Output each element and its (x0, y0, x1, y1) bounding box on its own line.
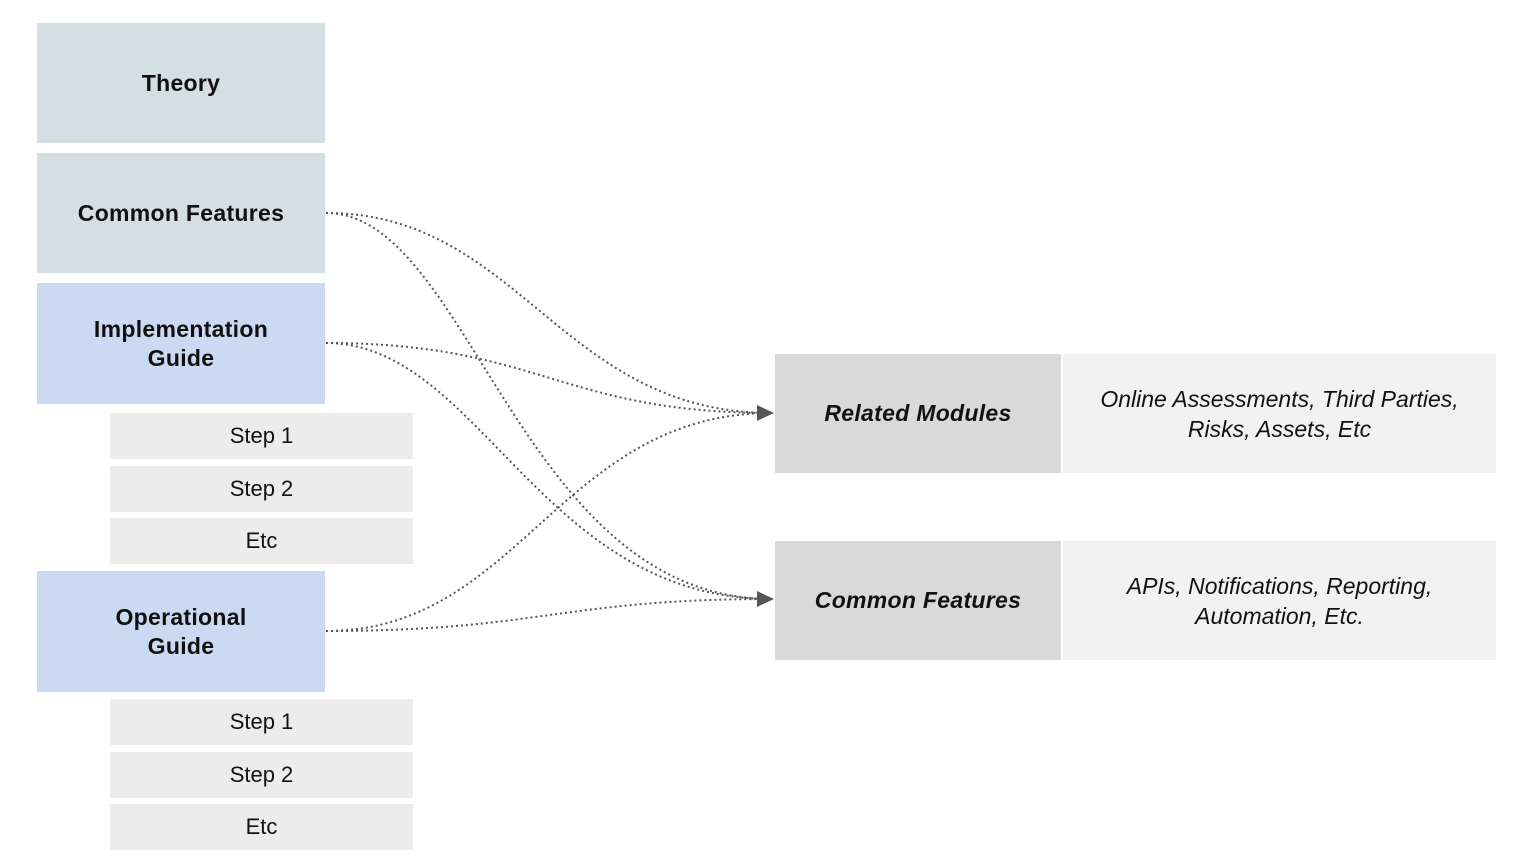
implementation-step-2-label: Step 2 (229, 476, 294, 501)
connector-implementation-guide-to-common-features-module (325, 342, 773, 600)
module-related-modules-description: Online Assessments, Third Parties, Risks… (1063, 354, 1496, 473)
implementation-step-etc-label: Etc (245, 528, 278, 553)
operational-step-2: Step 2 (110, 752, 413, 798)
arrowhead-related-modules (757, 405, 774, 421)
operational-step-1: Step 1 (110, 699, 413, 745)
connector-implementation-guide-to-related-modules (325, 342, 773, 414)
module-common-features-description-text: APIs, Notifications, Reporting, Automati… (1126, 572, 1433, 629)
section-common-features: Common Features (37, 153, 325, 273)
module-common-features: Common Features (775, 541, 1061, 660)
operational-step-etc-label: Etc (245, 814, 278, 839)
module-related-modules-description-text: Online Assessments, Third Parties, Risks… (1100, 385, 1459, 442)
implementation-step-2: Step 2 (110, 466, 413, 512)
section-theory-label: Theory (141, 69, 221, 96)
connector-common-features-to-related-modules (325, 212, 773, 414)
connector-operational-guide-to-common-features-module (325, 598, 773, 632)
implementation-step-1: Step 1 (110, 413, 413, 459)
operational-step-2-label: Step 2 (229, 762, 294, 787)
operational-step-etc: Etc (110, 804, 413, 850)
module-common-features-description: APIs, Notifications, Reporting, Automati… (1063, 541, 1496, 660)
implementation-step-etc: Etc (110, 518, 413, 564)
section-theory: Theory (37, 23, 325, 143)
arrowhead-common-features-module (757, 591, 774, 607)
implementation-step-1-label: Step 1 (229, 423, 294, 448)
connector-common-features-to-common-features-module (325, 212, 773, 600)
section-implementation-guide: Implementation Guide (37, 283, 325, 404)
section-operational-guide-label: Operational Guide (115, 603, 247, 659)
section-implementation-guide-label: Implementation Guide (93, 315, 269, 371)
module-related-modules: Related Modules (775, 354, 1061, 473)
section-common-features-label: Common Features (77, 199, 285, 226)
module-related-modules-label: Related Modules (824, 400, 1012, 426)
operational-step-1-label: Step 1 (229, 709, 294, 734)
section-operational-guide: Operational Guide (37, 571, 325, 692)
module-common-features-label: Common Features (814, 587, 1022, 613)
